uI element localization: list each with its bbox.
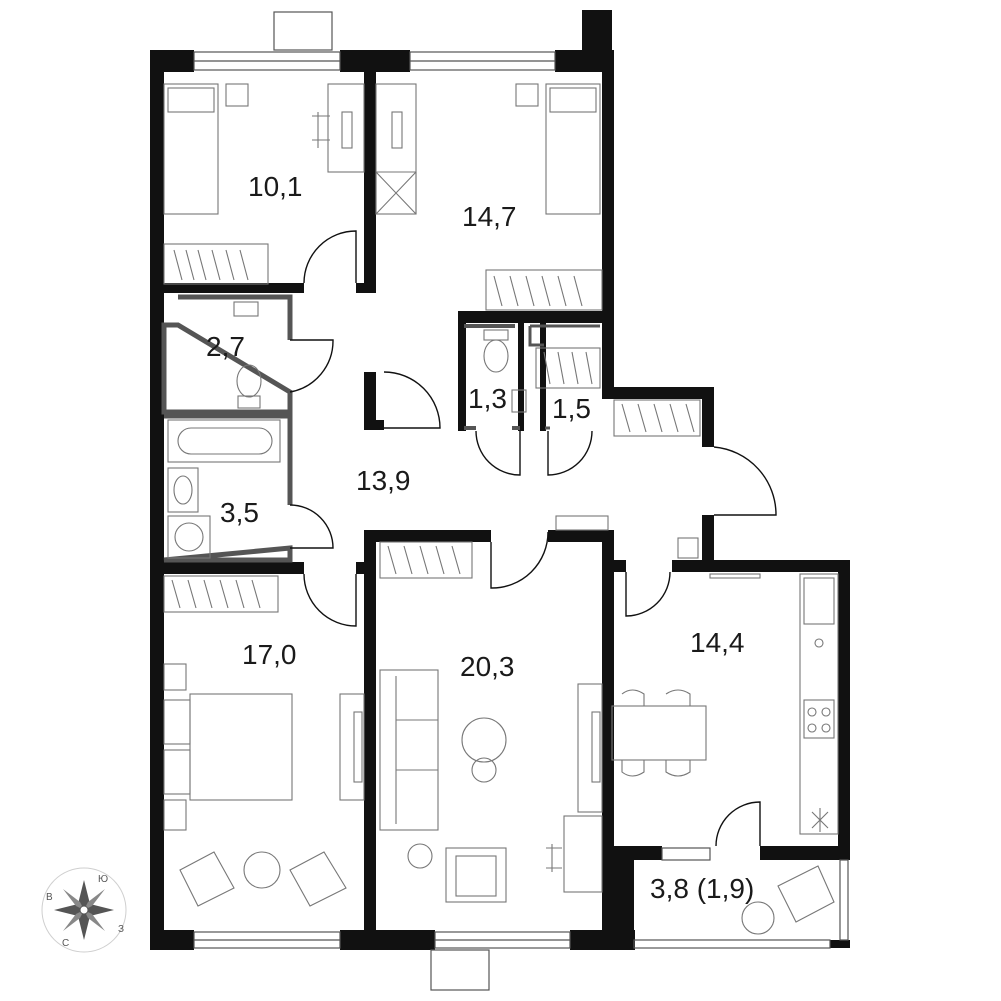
windows (193, 11, 849, 991)
area-label-wc-2: 1,3 (468, 383, 507, 414)
wet-room-partitions (161, 294, 600, 563)
room-labels: 10,1 14,7 2,7 1,3 1,5 3,5 13,9 17,0 20,3… (206, 171, 754, 904)
area-label-bedroom-1: 10,1 (248, 171, 303, 202)
furniture (163, 83, 839, 935)
area-label-kitchen: 14,4 (690, 627, 745, 658)
walls (150, 10, 850, 950)
area-label-wc-1: 2,7 (206, 331, 245, 362)
compass-rose: Ю В С З (41, 867, 127, 953)
area-label-bedroom-2: 14,7 (462, 201, 517, 232)
area-label-hall: 13,9 (356, 465, 411, 496)
area-label-bathroom: 3,5 (220, 497, 259, 528)
area-label-bedroom-3: 17,0 (242, 639, 297, 670)
compass-letter-left: В (46, 892, 53, 903)
compass-letter-right: З (118, 924, 124, 935)
area-label-balcony: 3,8 (1,9) (650, 873, 754, 904)
doors (289, 230, 777, 847)
area-label-living-room: 20,3 (460, 651, 515, 682)
compass-letter-bottom-left: С (62, 938, 69, 949)
area-label-storage: 1,5 (552, 393, 591, 424)
compass-letter-top-right: Ю (98, 874, 108, 885)
compass-star-icon (54, 880, 114, 940)
